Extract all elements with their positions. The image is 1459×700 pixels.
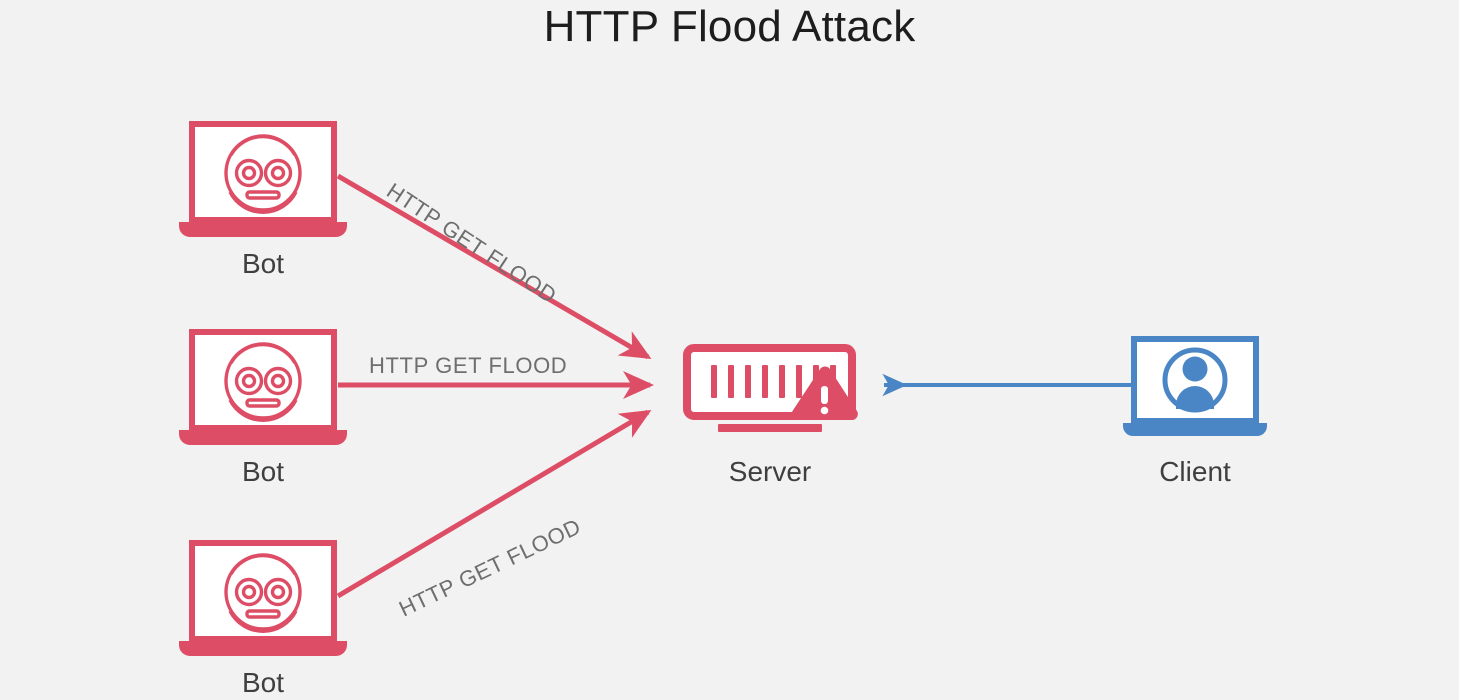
node-label-bot-3: Bot xyxy=(241,667,285,698)
node-label-server: Server xyxy=(728,456,812,487)
edge-bot1-server xyxy=(336,173,652,360)
bot-laptop-icon-2[interactable] xyxy=(179,329,347,445)
user-avatar-icon xyxy=(1176,356,1214,409)
bot-laptop-icon-3[interactable] xyxy=(179,540,347,656)
node-label-bot-1: Bot xyxy=(241,248,285,279)
node-label-client: Client xyxy=(1159,456,1231,487)
page-title: HTTP Flood Attack xyxy=(543,2,916,51)
client-laptop-user-icon[interactable] xyxy=(1123,336,1267,436)
edge-bot3-server xyxy=(336,409,652,599)
edge-label-bot2-server: HTTP GET FLOOD xyxy=(369,353,568,378)
server-warning-icon[interactable] xyxy=(683,344,858,432)
node-label-bot-2: Bot xyxy=(241,456,285,487)
bot-laptop-icon-1[interactable] xyxy=(179,121,347,237)
